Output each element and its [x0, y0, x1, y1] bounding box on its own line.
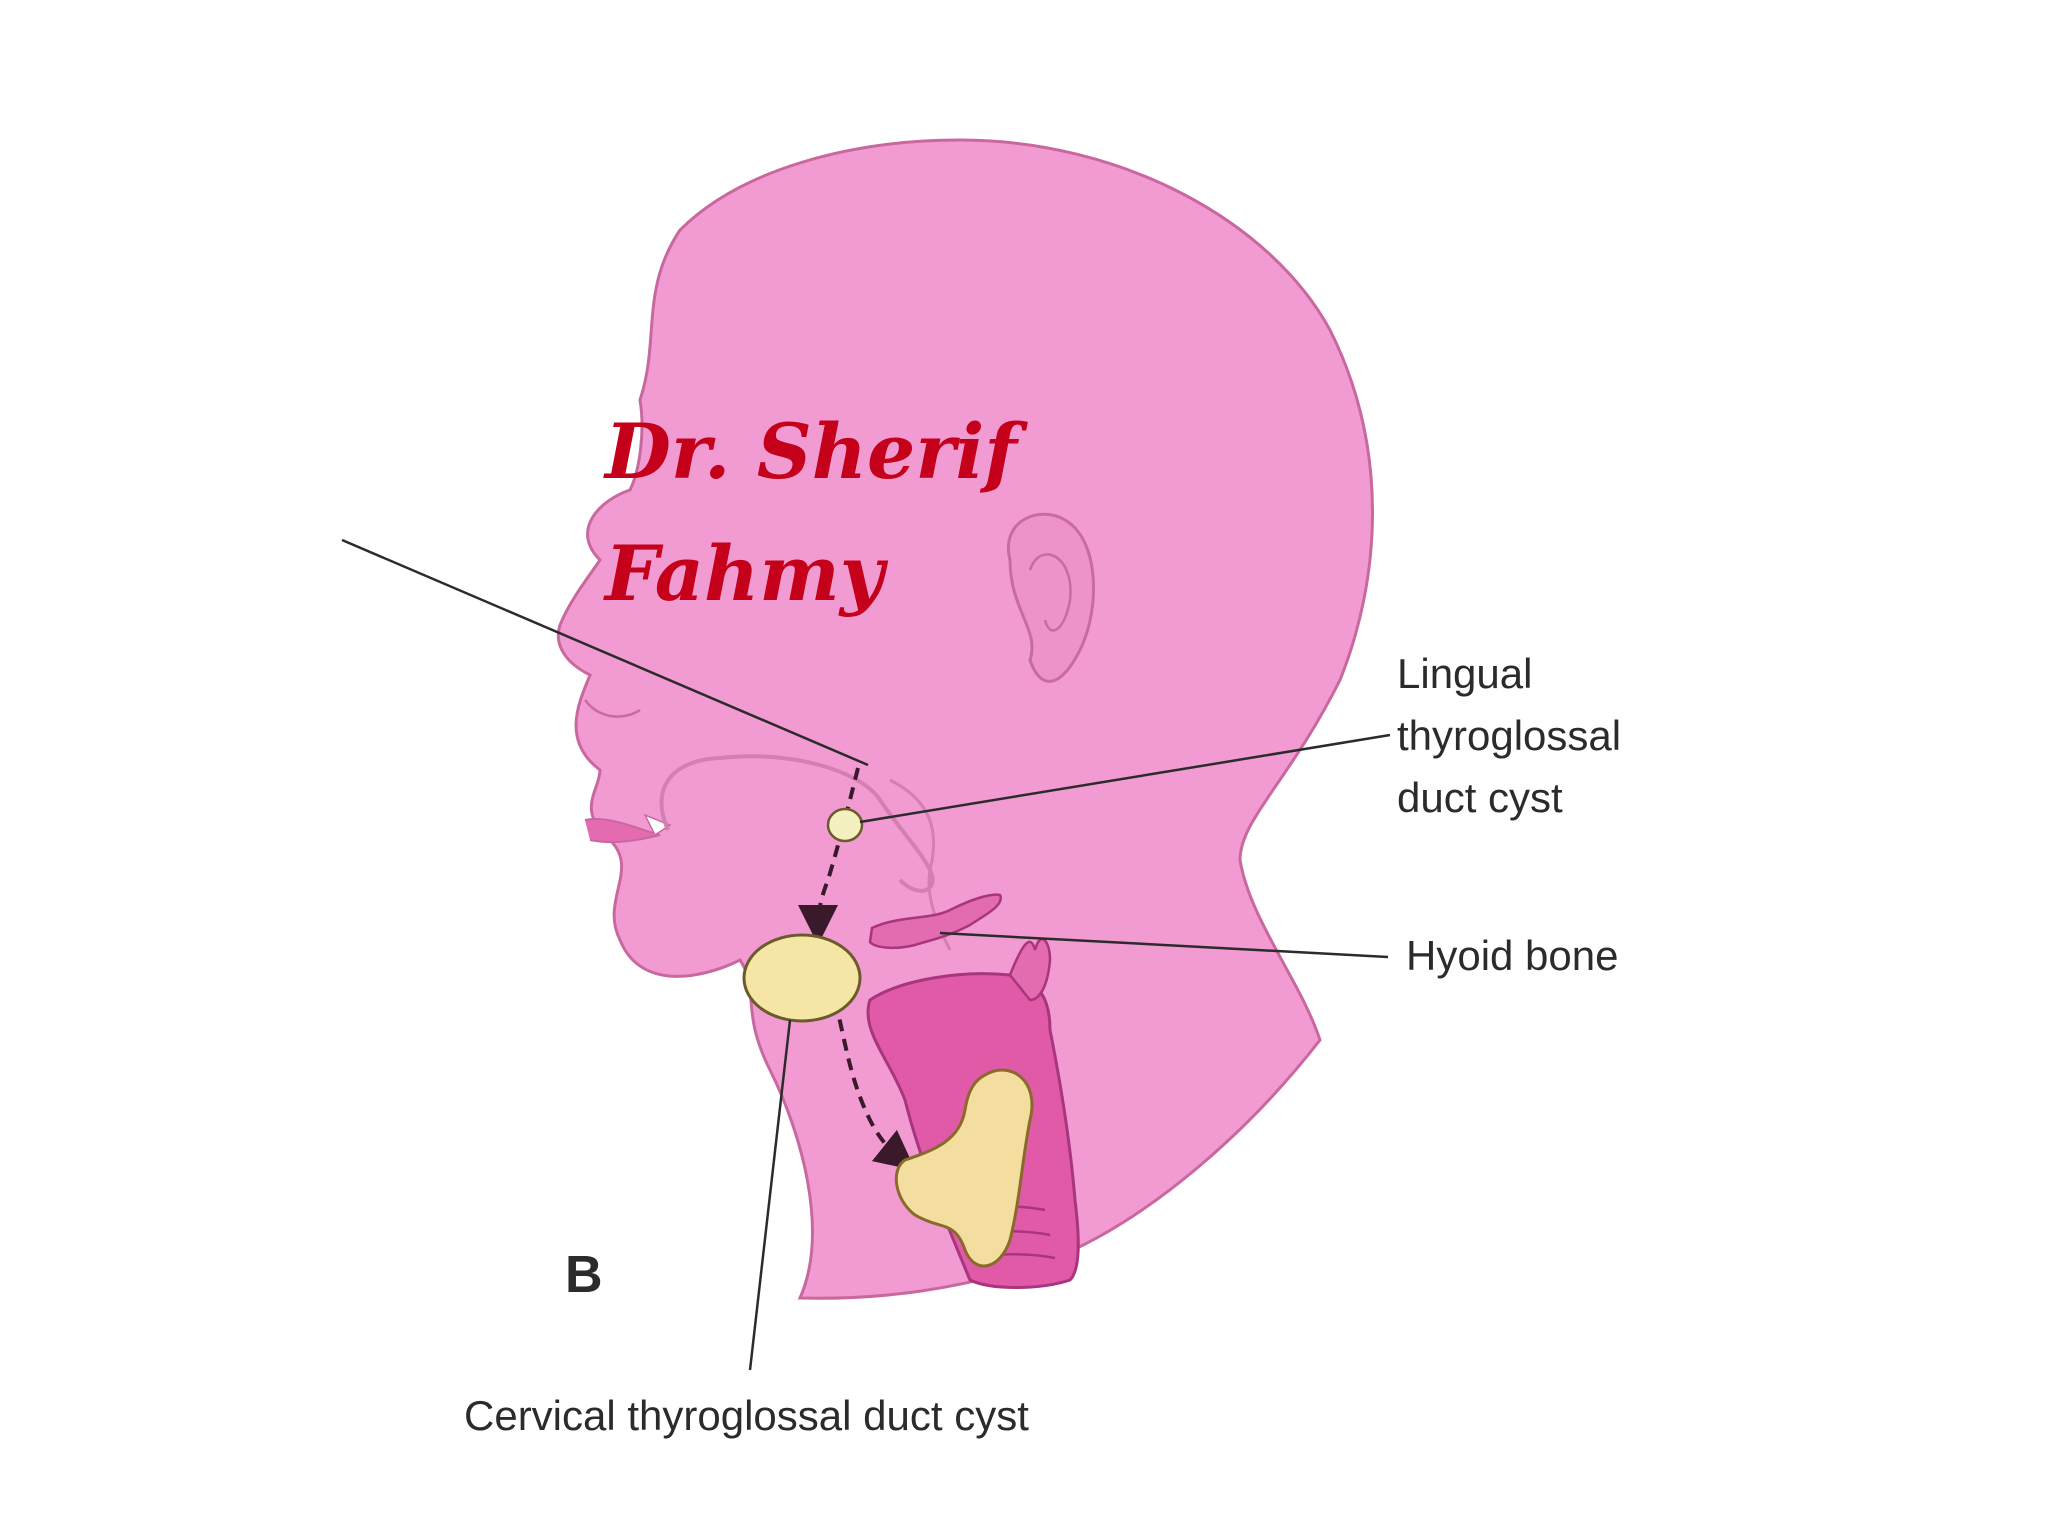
- panel-letter: B: [565, 1246, 603, 1304]
- cervical-cyst-label: Cervical thyroglossal duct cyst: [464, 1392, 1029, 1439]
- oral-cavity-outline: [659, 754, 935, 893]
- foramen-cecum-pointer: [341, 538, 869, 767]
- cervical-cyst: [742, 933, 862, 1023]
- lingual-cyst-leader: [859, 733, 1391, 824]
- lingual-cyst-label-line1: Lingual: [1397, 650, 1532, 697]
- lingual-cyst-label-line2: thyroglossal: [1397, 712, 1621, 759]
- lingual-cyst: [826, 807, 864, 843]
- hyoid-bone: [868, 893, 1002, 950]
- watermark-line1: Dr. Sherif: [603, 407, 1028, 496]
- watermark-line2: Fahmy: [603, 529, 889, 618]
- teeth: [643, 813, 672, 837]
- epiglottis: [1008, 937, 1052, 1002]
- hyoid-bone-label: Hyoid bone: [1406, 932, 1618, 979]
- duct-descent-path-upper: [798, 767, 860, 945]
- thyroid-gland: [894, 1068, 1034, 1268]
- duct-descent-path-lower: [833, 999, 916, 1171]
- ear-inner: [1028, 553, 1072, 632]
- cervical-cyst-leader: [748, 1019, 792, 1371]
- ear: [1006, 512, 1095, 683]
- nostril: [584, 699, 641, 718]
- mouth: [584, 818, 661, 844]
- hyoid-leader: [939, 931, 1389, 959]
- lingual-cyst-label-line3: duct cyst: [1397, 774, 1563, 821]
